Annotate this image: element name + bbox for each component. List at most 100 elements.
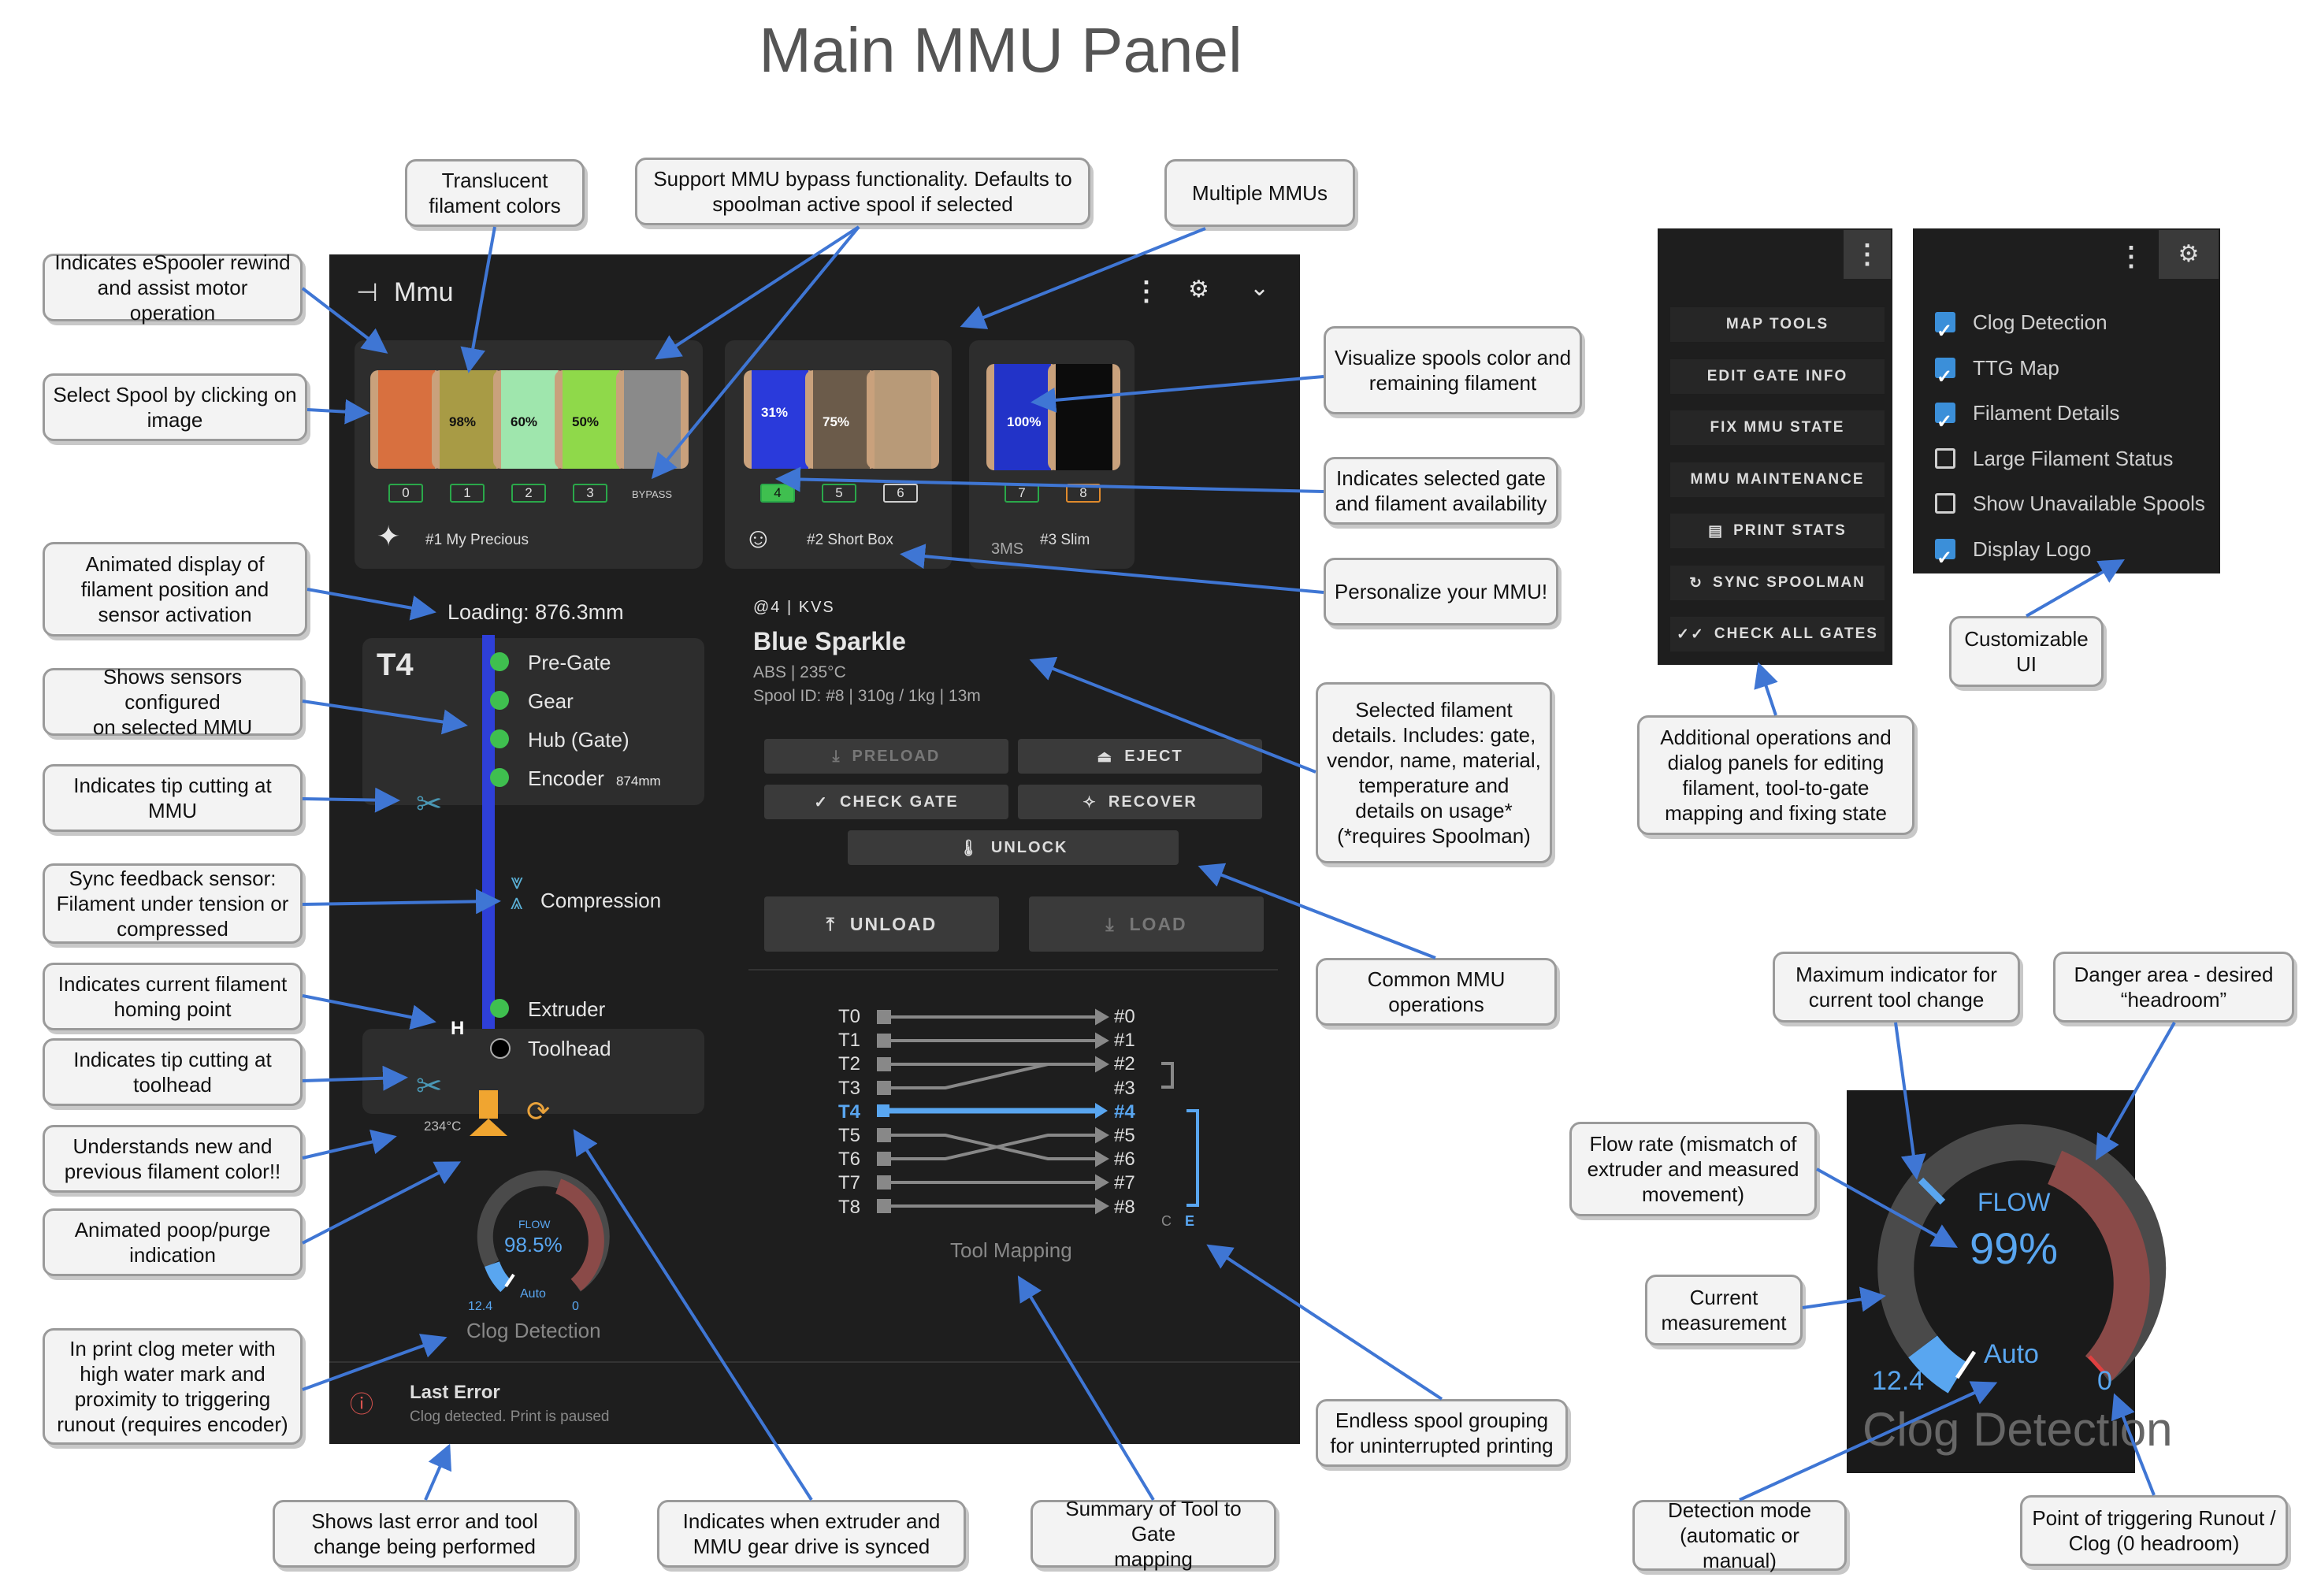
mmu1-spools[interactable]: 98% 60% 50% [370, 362, 689, 473]
gate-3[interactable]: 3 [573, 484, 607, 503]
callout-espooler: Indicates eSpooler rewind and assist mot… [43, 251, 303, 325]
callout-select-spool: Select Spool by clicking on image [43, 373, 307, 441]
map-gate-8: #8 [1114, 1196, 1135, 1218]
tool-t8[interactable]: T8 [838, 1196, 861, 1218]
toolhead-cutter-icon: ✂ [416, 1069, 443, 1104]
map-tools-menu-item[interactable]: MAP TOOLS [1670, 307, 1885, 342]
more-vert-icon[interactable]: ⋮ [1133, 277, 1160, 306]
spool-1-percent: 98% [449, 414, 477, 429]
mmu-menu-icon[interactable]: ⊣ [356, 278, 378, 306]
clog-large-min: 12.4 [1872, 1366, 1925, 1396]
mmu-maintenance-menu-item[interactable]: MMU MAINTENANCE [1670, 462, 1885, 497]
tool-t4[interactable]: T4 [838, 1100, 861, 1123]
sync-icon: ↻ [1689, 574, 1704, 592]
menu-kebab-button[interactable]: ⋮ [1844, 230, 1891, 279]
nozzle-icon [479, 1090, 498, 1119]
tool-t5[interactable]: T5 [838, 1125, 861, 1147]
clog-large-zero: 0 [2097, 1366, 2112, 1396]
gate-bypass[interactable]: BYPASS [632, 488, 673, 500]
gate-5[interactable]: 5 [822, 484, 856, 503]
edit-gate-info-menu-item[interactable]: EDIT GATE INFO [1670, 359, 1885, 394]
spool-8[interactable] [1048, 364, 1120, 470]
show-unavailable-spools-checkbox[interactable] [1935, 493, 1955, 514]
tool-list: T0 T1 T2 T3 T4 T5 T6 T7 T8 [838, 1005, 860, 1219]
filament-details-checkbox[interactable] [1935, 403, 1955, 423]
error-title: Last Error [410, 1382, 500, 1403]
purge-icon [470, 1119, 507, 1136]
tool-t3[interactable]: T3 [838, 1077, 861, 1099]
clog-small-high-water [504, 1273, 515, 1288]
large-filament-status-label: Large Filament Status [1973, 447, 2174, 470]
callout-translucent: Translucent filament colors [405, 159, 585, 227]
tool-t0[interactable]: T0 [838, 1006, 861, 1027]
recover-button[interactable]: ✧RECOVER [1018, 785, 1262, 819]
check-icon: ✓ [814, 793, 829, 811]
clog-large-danger [2047, 1150, 2150, 1381]
ttg-map-label: TTG Map [1973, 356, 2059, 380]
divider [748, 969, 1278, 971]
sensor-label-pregate: Pre-Gate [528, 651, 611, 674]
tool-t6[interactable]: T6 [838, 1149, 861, 1171]
spool-bypass[interactable] [616, 370, 689, 469]
clog-small-caption: Clog Detection [466, 1319, 601, 1342]
clog-large-trigger-marker [2088, 1355, 2105, 1374]
homing-point-marker: H [451, 1018, 465, 1039]
map-gate-2: #2 [1114, 1053, 1135, 1075]
callout-flow-rate: Flow rate (mismatch of extruder and meas… [1569, 1122, 1817, 1216]
print-stats-menu-item[interactable]: ▤PRINT STATS [1670, 514, 1885, 548]
filament-material: ABS | 235°C [753, 663, 846, 681]
page-title: Main MMU Panel [759, 15, 1242, 85]
fix-mmu-state-menu-item[interactable]: FIX MMU STATE [1670, 410, 1885, 445]
sensor-label-extruder: Extruder [528, 997, 606, 1021]
gate-list: #0 #1 #2 #3 #4 #5 #6 #7 #8 [1114, 1005, 1135, 1219]
spool-3-percent: 50% [572, 414, 600, 429]
ttg-map-checkbox[interactable] [1935, 358, 1955, 378]
callout-bypass: Support MMU bypass functionality. Defaul… [635, 158, 1090, 225]
check-gate-button[interactable]: ✓CHECK GATE [764, 785, 1008, 819]
map-gate-6: #6 [1114, 1149, 1135, 1171]
gate-0[interactable]: 0 [388, 484, 423, 503]
callout-detection-mode: Detection mode (automatic or manual) [1632, 1498, 1847, 1572]
clog-small-value: 98.5% [504, 1233, 563, 1256]
sensor-label-encoder: Encoder [528, 766, 604, 790]
compression-icon: ⩔⩓ [511, 869, 523, 914]
unlock-button[interactable]: 🌡UNLOCK [848, 830, 1179, 865]
gate-6[interactable]: 6 [883, 484, 918, 503]
mmu2-logo-icon: ☺ [744, 521, 773, 554]
map-gate-4: #4 [1114, 1100, 1135, 1123]
clog-detection-checkbox[interactable] [1935, 312, 1955, 332]
unload-button[interactable]: ⤒UNLOAD [764, 896, 999, 952]
spool-2-percent: 60% [511, 414, 538, 429]
callout-color-change: Understands new and previous filament co… [43, 1125, 303, 1193]
callout-tip-mmu: Indicates tip cutting at MMU [43, 764, 303, 832]
gate-1[interactable]: 1 [450, 484, 485, 503]
callout-endless: Endless spool grouping for uninterrupted… [1316, 1399, 1568, 1467]
unlock-label: UNLOCK [990, 838, 1068, 856]
large-filament-status-checkbox[interactable] [1935, 448, 1955, 469]
gear-icon[interactable]: ⚙ [1188, 277, 1209, 302]
clog-large-high-water [1955, 1350, 1977, 1379]
tool-t1[interactable]: T1 [838, 1030, 861, 1052]
gate-2[interactable]: 2 [511, 484, 546, 503]
tool-t7[interactable]: T7 [838, 1172, 861, 1194]
footer-divider [329, 1361, 1300, 1363]
display-logo-checkbox[interactable] [1935, 539, 1955, 559]
clog-small-mode[interactable]: Auto [520, 1287, 546, 1301]
tool-t2[interactable]: T2 [838, 1053, 861, 1075]
clog-small-danger [555, 1178, 604, 1291]
preload-button[interactable]: ⤓PRELOAD [764, 739, 1008, 774]
chevron-down-icon[interactable]: ⌄ [1250, 275, 1270, 301]
spool-6[interactable] [867, 370, 939, 469]
sync-spoolman-menu-item[interactable]: ↻SYNC SPOOLMAN [1670, 566, 1885, 600]
settings-kebab-icon[interactable]: ⋮ [2118, 242, 2145, 272]
panel-header-title: Mmu [394, 277, 454, 307]
callout-visualize: Visualize spools color and remaining fil… [1324, 326, 1582, 414]
load-button[interactable]: ⤓LOAD [1029, 896, 1264, 952]
upload-icon: ⤒ [826, 913, 836, 934]
settings-gear-button[interactable]: ⚙ [2159, 230, 2219, 279]
check-all-gates-menu-item[interactable]: ✓✓CHECK ALL GATES [1670, 617, 1885, 651]
callout-danger: Danger area - desired “headroom” [2053, 952, 2294, 1023]
clog-large-mode[interactable]: Auto [1984, 1339, 2039, 1369]
eject-button[interactable]: ⏏EJECT [1018, 739, 1262, 774]
